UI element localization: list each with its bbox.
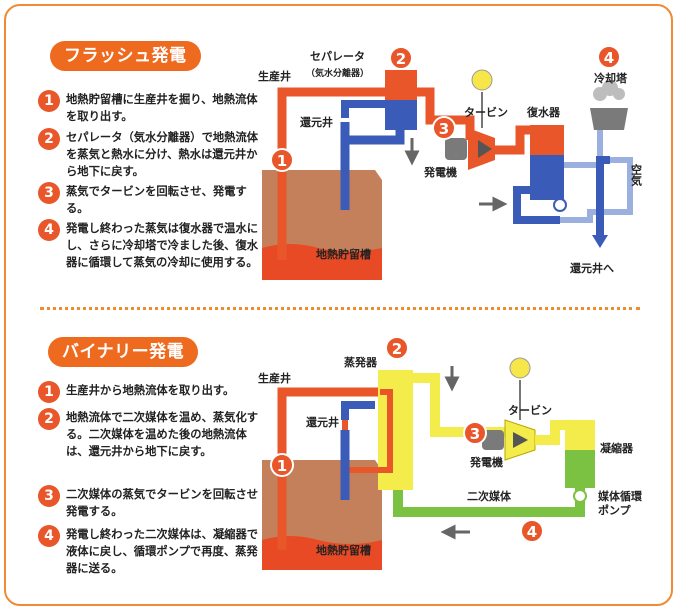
condenser-steam [530, 125, 564, 155]
steam-pipe [417, 87, 475, 140]
generator [445, 138, 467, 160]
marker-2 [389, 46, 413, 70]
reinjection-top [341, 100, 400, 118]
bulb-icon [471, 69, 493, 91]
bulb-icon [509, 357, 531, 379]
step-number: 4 [38, 219, 60, 241]
reinjection-pipe [341, 401, 375, 420]
marker-3 [463, 421, 487, 445]
label-turbine: タービン [508, 403, 552, 417]
marker-4-text: 4 [527, 523, 537, 541]
condensate-pipe [513, 186, 560, 224]
vapor-pipe [413, 373, 505, 437]
magma-layer [262, 536, 382, 570]
step-text: 二次媒体の蒸気でタービンを回転させ発電する。 [66, 488, 259, 518]
label-separator: セパレータ [310, 50, 365, 63]
label-generator: 発電機 [423, 165, 457, 179]
flash-step-4: 4 発電し終わった蒸気は復水器で温水にし、さらに冷却塔で冷ました後、復水器に循環… [38, 219, 258, 289]
to-reinjection-pipe [596, 156, 610, 235]
label-reservoir: 地熱貯留槽 [316, 543, 371, 557]
marker-3-text: 3 [439, 120, 449, 138]
label-evaporator: 蒸発器 [344, 355, 378, 369]
step-number: 3 [38, 485, 60, 507]
label-reinjection-well: 還元井 [306, 415, 339, 429]
magma-layer [262, 244, 382, 280]
marker-4 [597, 45, 621, 69]
marker-2 [385, 336, 409, 360]
flash-step-3: 3 蒸気でタービンを回転させ、発電する。 [38, 182, 258, 218]
step-text: 発電し終わった二次媒体は、凝縮器で液体に戻し、循環ポンプで再度、蒸発器に送る。 [66, 528, 259, 575]
label-reinjection-well: 還元井 [300, 115, 333, 129]
flash-step-1: 1 地熱貯留槽に生産井を掘り、地熱流体を取り出す。 [38, 90, 258, 126]
label-pump-2: ポンプ [598, 503, 632, 517]
cooling-tower [590, 108, 628, 130]
label-separator-sub: （気水分離器） [306, 67, 369, 79]
step-text: 生産井から地熱流体を取り出す。 [66, 384, 235, 397]
label-generator: 発電機 [469, 455, 503, 469]
label-air: 空気 [630, 163, 643, 187]
pump-icon [553, 198, 567, 212]
marker-1 [270, 148, 294, 172]
label-condenser: 凝縮器 [600, 441, 634, 455]
turbine-blade [513, 432, 528, 448]
down-arrow-icon [592, 235, 608, 248]
production-well-pipe [277, 87, 395, 260]
flash-step-2: 2 セパレータ（気水分離器）で地熱流体を蒸気と熱水に分け、熱水は還元井から地下に… [38, 128, 258, 180]
exhaust-pipe [535, 420, 570, 445]
marker-3 [432, 116, 456, 140]
cooling-return [560, 157, 633, 223]
reinjection-pipe [340, 122, 405, 210]
binary-step-3: 3 二次媒体の蒸気でタービンを回転させ発電する。 [38, 485, 258, 521]
step-text: セパレータ（気水分離器）で地熱流体を蒸気と熱水に分け、熱水は還元井から地下に戻す… [66, 131, 259, 178]
label-cooling-tower: 冷却塔 [594, 71, 628, 85]
step-number: 1 [38, 90, 60, 112]
step-number: 4 [38, 525, 60, 547]
binary-diagram: 1 2 3 4 生産井 蒸発器 還元井 タービン 発電機 凝縮器 二次媒体 媒体… [258, 336, 643, 570]
section-divider [40, 307, 640, 310]
cooling-supply [564, 125, 603, 168]
marker-1-text: 1 [277, 152, 287, 170]
pump-icon [573, 489, 587, 503]
step-number: 1 [38, 381, 60, 403]
production-well-pipe [277, 387, 380, 550]
label-reservoir: 地熱貯留槽 [316, 247, 371, 261]
label-pump: 媒体循環 [597, 489, 643, 503]
step-text: 地熱流体で二次媒体を温め、蒸気化する。二次媒体を温めた後の地熱流体は、還元井から… [66, 411, 259, 458]
label-production-well: 生産井 [258, 371, 291, 385]
label-production-well: 生産井 [258, 69, 291, 83]
step-number: 2 [38, 408, 60, 430]
marker-2-text: 2 [396, 50, 406, 68]
marker-1-text: 1 [277, 457, 287, 475]
marker-2-text: 2 [392, 340, 402, 358]
binary-step-2: 2 地熱流体で二次媒体を温め、蒸気化する。二次媒体を温めた後の地熱流体は、還元井… [38, 408, 258, 480]
step-text: 地熱貯留槽に生産井を掘り、地熱流体を取り出す。 [66, 93, 258, 123]
label-to-reinjection: 還元井へ [570, 261, 614, 275]
generator [482, 430, 504, 450]
label-turbine: タービン [464, 105, 508, 119]
binary-step-4: 4 発電し終わった二次媒体は、凝縮器で液体に戻し、循環ポンプで再度、蒸発器に送る… [38, 525, 258, 577]
label-secondary-medium: 二次媒体 [467, 489, 512, 503]
step-text: 蒸気でタービンを回転させ、発電する。 [66, 185, 247, 215]
condenser-vapor [565, 420, 595, 450]
marker-4 [520, 519, 544, 543]
steam-cloud [613, 88, 625, 100]
marker-4-text: 4 [604, 49, 614, 67]
turbine-blade [478, 140, 492, 158]
binary-title: バイナリー発電 [48, 337, 199, 367]
step-number: 3 [38, 182, 60, 204]
marker-1 [270, 453, 294, 477]
marker-3-text: 3 [470, 425, 480, 443]
step-text: 発電し終わった蒸気は復水器で温水にし、さらに冷却塔で冷ました後、復水器に循環して… [66, 222, 259, 269]
binary-step-1: 1 生産井から地熱流体を取り出す。 [38, 381, 258, 403]
flash-title: フラッシュ発電 [50, 41, 201, 71]
step-number: 2 [38, 128, 60, 150]
flash-diagram: 1 2 3 4 生産井 セパレータ （気水分離器） 還元井 タービン 復水器 冷… [258, 45, 643, 280]
label-condenser: 復水器 [526, 105, 561, 119]
